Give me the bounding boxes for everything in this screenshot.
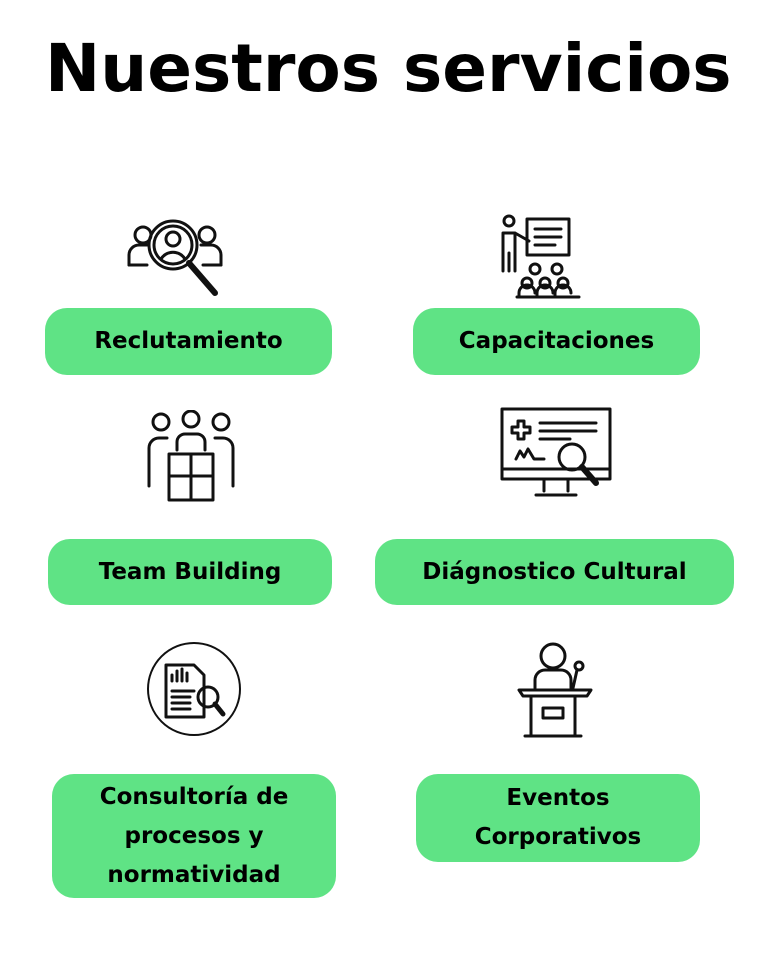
team-puzzle-icon [143,409,239,508]
speaker-podium-icon [515,640,595,742]
training-presentation-icon [497,213,583,303]
service-label: Reclutamiento [94,328,283,354]
service-diagnostico-cultural: Diágnostico Cultural [375,539,734,605]
monitor-diagnostic-icon [500,407,612,507]
document-analysis-icon [146,641,242,741]
page-title: Nuestros servicios [45,30,732,107]
service-reclutamiento: Reclutamiento [45,308,332,375]
service-capacitaciones: Capacitaciones [413,308,700,375]
service-label: Consultoría de procesos y normatividad [99,783,289,888]
service-label: Team Building [98,558,282,585]
service-label: Diágnostico Cultural [422,558,687,585]
service-eventos-corporativos: Eventos Corporativos [416,774,700,862]
service-label: Eventos Corporativos [474,785,642,850]
service-consultoria: Consultoría de procesos y normatividad [52,774,336,898]
recruitment-search-icon [125,215,225,304]
service-label: Capacitaciones [458,328,655,354]
service-team-building: Team Building [48,539,332,605]
